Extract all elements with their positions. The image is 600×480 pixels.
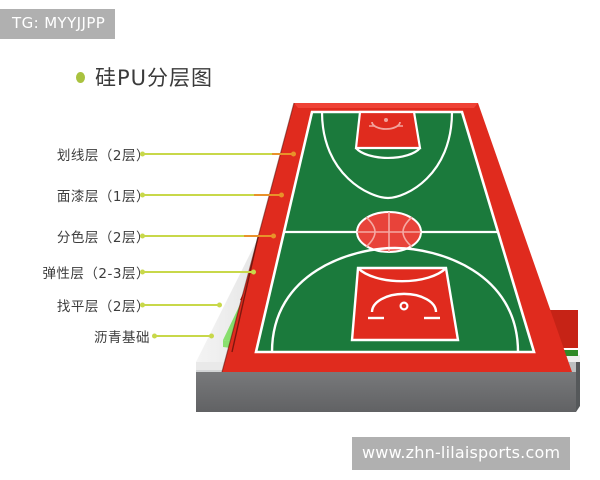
label-color-coat: 分色层（2层） [56, 230, 150, 246]
label-top-coat: 面漆层（1层） [56, 189, 150, 205]
leader-line-marking [142, 153, 294, 155]
label-leveling: 找平层（2层） [56, 299, 150, 315]
label-line-marking: 划线层（2层） [56, 148, 150, 164]
leader-tip [272, 153, 294, 155]
page-title: 硅PU分层图 [76, 62, 213, 92]
source-badge: TG: MYYJJPP [0, 9, 116, 39]
leader-leveling [142, 304, 220, 306]
leader-elastic [142, 271, 254, 273]
basketball-icon [356, 211, 422, 253]
leader-tip [254, 194, 282, 196]
leader-top-coat [142, 194, 282, 196]
page-title-text: 硅PU分层图 [95, 66, 214, 90]
site-watermark: www.zhn-lilaisports.com [352, 437, 571, 470]
court-top-surface [221, 102, 572, 373]
dot-bullet-icon [76, 71, 85, 83]
leader-asphalt-base [154, 335, 212, 337]
label-elastic: 弹性层（2-3层） [42, 266, 150, 282]
label-asphalt-base: 沥青基础 [94, 330, 150, 346]
leader-tip [244, 235, 274, 237]
leader-color-coat [142, 235, 274, 237]
